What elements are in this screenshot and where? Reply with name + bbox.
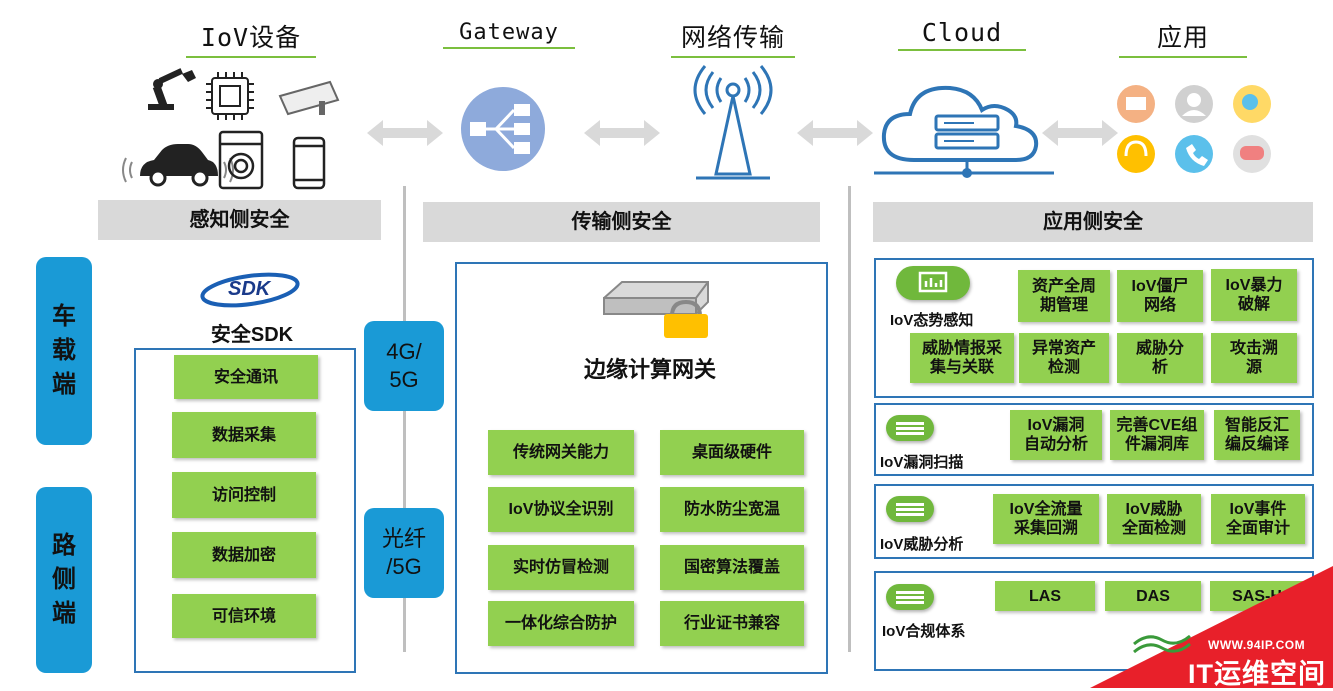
app-capability: IoV全流量 采集回溯 [993, 494, 1099, 544]
app-capability: 攻击溯 源 [1211, 333, 1297, 383]
cloud-server-icon [874, 85, 1054, 178]
double-arrow-icon [367, 120, 443, 146]
double-arrow-icon [1042, 120, 1118, 146]
app-capability-text: IoV威胁 全面检测 [1121, 501, 1186, 537]
edge-feature: 桌面级硬件 [660, 430, 804, 475]
link-fiber: 光纤 /5G [364, 508, 444, 598]
banner-transport-security: 传输侧安全 [423, 202, 820, 242]
app-capability: IoV僵尸 网络 [1117, 270, 1203, 322]
sdk-logo-swoosh [200, 272, 300, 308]
watermark-logo-icon [1133, 634, 1191, 654]
sdk-item: 数据加密 [172, 532, 316, 578]
iov-devices-icons [122, 68, 340, 190]
dashboard-icon [896, 266, 970, 300]
sdk-item: 可信环境 [172, 594, 316, 638]
sdk-item: 访问控制 [172, 472, 316, 518]
robot-arm-icon [148, 68, 196, 110]
banner-perception-security: 感知侧安全 [98, 200, 381, 240]
app-capability: 资产全周 期管理 [1018, 270, 1110, 322]
app-capability: LAS [995, 581, 1095, 611]
sdk-logo-text: SDK [228, 278, 271, 300]
app-capability: 威胁情报采 集与关联 [910, 333, 1014, 383]
sdk-item: 数据采集 [172, 412, 316, 458]
link-cellular: 4G/ 5G [364, 321, 444, 411]
app-capability-text: 智能反汇 编反编译 [1224, 417, 1289, 453]
app-icons-grid [1117, 85, 1271, 173]
vulnerability-scan-label: IoV漏洞扫描 [880, 454, 964, 471]
edge-feature: 传统网关能力 [488, 430, 634, 475]
edge-feature: IoV协议全识别 [488, 487, 634, 532]
watermark-url: WWW.94IP.COM [1208, 638, 1306, 652]
car-icon [122, 144, 234, 187]
app-capability-text: 威胁分 析 [1135, 340, 1184, 376]
separator-line [403, 186, 406, 652]
banner-application-security: 应用侧安全 [873, 202, 1313, 242]
app-capability: 威胁分 析 [1117, 333, 1203, 383]
header-cloud: Cloud [898, 18, 1026, 51]
header-gateway: Gateway [443, 20, 575, 49]
app-capability-text: 威胁情报采 集与关联 [921, 340, 1002, 376]
situation-awareness-label: IoV态势感知 [890, 312, 974, 329]
server-icon [886, 496, 934, 522]
double-arrow-icon [797, 120, 873, 146]
edge-feature: 防水防尘宽温 [660, 487, 804, 532]
sdk-item: 安全通讯 [174, 355, 318, 399]
app-capability: IoV事件 全面审计 [1211, 494, 1305, 544]
camera-icon [278, 80, 340, 116]
app-capability-text: 异常资产 检测 [1031, 340, 1096, 376]
app-capability-text: 攻击溯 源 [1229, 340, 1278, 376]
gateway-icon [461, 87, 545, 171]
sdk-title: 安全SDK [210, 324, 294, 346]
roadside-text: 路 侧 端 [52, 532, 76, 627]
app-capability: 完善CVE组 件漏洞库 [1110, 410, 1204, 460]
chip-icon [206, 72, 254, 120]
dashboard-icon-glyph [918, 271, 948, 293]
label-vehicle-side: 车 载 端 [36, 257, 92, 445]
washing-machine-icon [218, 130, 264, 190]
sdk-logo: SDK [198, 270, 302, 310]
watermark-triangle [1090, 566, 1333, 688]
app-capability-text: IoV全流量 采集回溯 [1009, 501, 1083, 537]
app-capability-text: IoV漏洞 自动分析 [1023, 417, 1088, 453]
app-capability: IoV暴力 破解 [1211, 269, 1297, 321]
app-capability-text: 资产全周 期管理 [1031, 278, 1096, 314]
app-capability: IoV漏洞 自动分析 [1010, 410, 1102, 460]
header-network: 网络传输 [671, 18, 795, 58]
smartphone-icon [292, 136, 326, 190]
edge-gateway-title: 边缘计算网关 [583, 357, 716, 382]
phone-app-icon [1175, 135, 1213, 173]
separator-line [848, 186, 851, 652]
app-capability-text: IoV暴力 破解 [1225, 277, 1283, 313]
edge-feature: 国密算法覆盖 [660, 545, 804, 590]
app-capability: 异常资产 检测 [1019, 333, 1109, 383]
edge-feature: 行业证书兼容 [660, 601, 804, 646]
edge-feature: 实时仿冒检测 [488, 545, 634, 590]
server-icon [886, 415, 934, 441]
link-fiber-text: 光纤 /5G [381, 526, 426, 579]
app-capability-text: 完善CVE组 件漏洞库 [1116, 417, 1198, 453]
threat-analysis-label: IoV威胁分析 [880, 536, 964, 553]
compliance-label: IoV合规体系 [882, 623, 966, 640]
label-roadside: 路 侧 端 [36, 487, 92, 673]
secure-server-icon [603, 281, 709, 338]
header-iov-devices: IoV设备 [186, 18, 316, 58]
app-capability-text: IoV事件 全面审计 [1225, 501, 1290, 537]
app-capability: IoV威胁 全面检测 [1107, 494, 1201, 544]
app-capability: DAS [1105, 581, 1201, 611]
server-icon [886, 584, 934, 610]
header-application: 应用 [1119, 18, 1247, 58]
vehicle-side-text: 车 载 端 [52, 303, 76, 398]
antenna-tower-icon [693, 65, 773, 180]
app-capability: 智能反汇 编反编译 [1214, 410, 1300, 460]
double-arrow-icon [584, 120, 660, 146]
watermark-brand: IT运维空间 [1188, 659, 1326, 689]
app-capability-text: IoV僵尸 网络 [1131, 278, 1189, 314]
link-cellular-text: 4G/ 5G [386, 339, 422, 392]
edge-feature: 一体化综合防护 [488, 601, 634, 646]
headset-app-icon [1117, 135, 1155, 173]
